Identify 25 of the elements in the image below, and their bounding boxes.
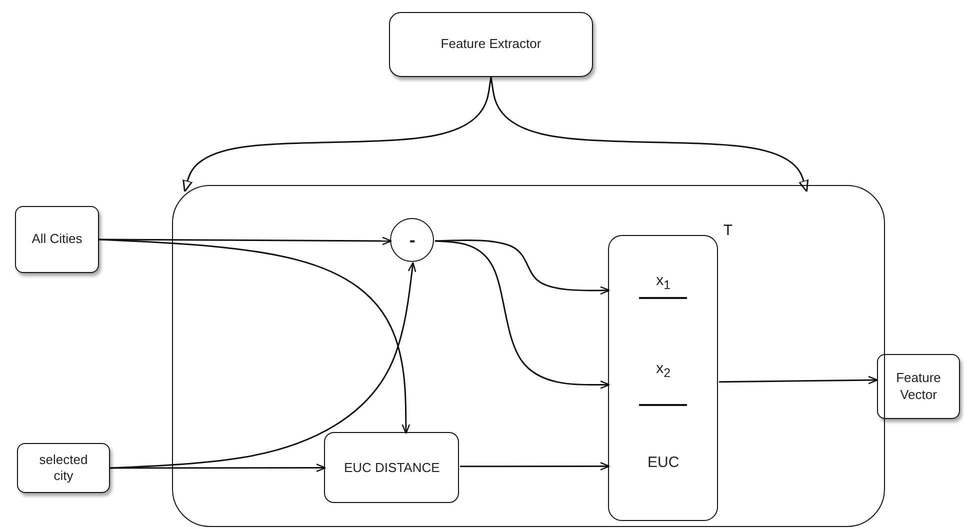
vector-entry: EUC xyxy=(646,454,680,474)
arrow xyxy=(460,462,610,470)
minus-sign: - xyxy=(409,229,416,252)
arrow xyxy=(719,376,878,384)
node-label: selected city xyxy=(38,452,89,484)
vector-entry: x$_{1}$ xyxy=(655,272,672,294)
arrow xyxy=(434,239,610,295)
process-box xyxy=(389,12,593,77)
arrow xyxy=(182,76,492,192)
group-container xyxy=(172,185,885,527)
vector-entry: x$_{2}$ xyxy=(655,360,672,382)
process-box xyxy=(324,432,460,504)
input-box xyxy=(17,443,110,493)
arrow xyxy=(110,464,326,472)
subtract-circle xyxy=(390,218,434,262)
transpose-label: T xyxy=(723,222,733,240)
node-label: Feature Vector xyxy=(895,370,942,403)
node-label: All Cities xyxy=(32,231,82,248)
arrow xyxy=(434,240,610,389)
node-label: EUC DISTANCE xyxy=(344,460,440,476)
arrow xyxy=(490,76,809,192)
arrow xyxy=(98,238,410,434)
input-box xyxy=(15,206,99,273)
node-label: Feature Extractor xyxy=(440,36,542,53)
output-box xyxy=(877,354,960,419)
